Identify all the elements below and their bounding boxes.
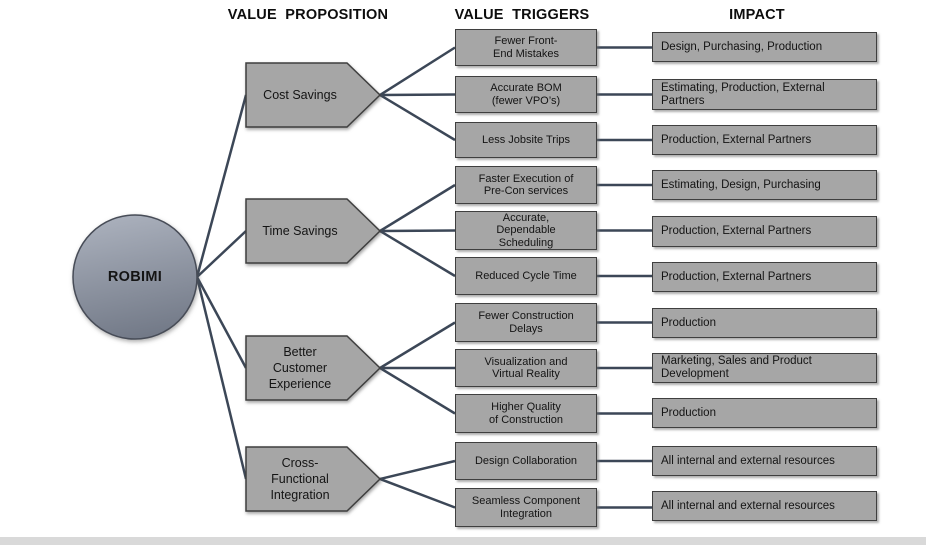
trigger-box-design-collaboration: Design Collaboration xyxy=(455,442,597,480)
impact-box-11: All internal and external resources xyxy=(652,491,877,521)
root-node-label: ROBIMI xyxy=(107,269,163,285)
header-value-proposition: VALUE PROPOSITION xyxy=(227,7,389,23)
header-impact: IMPACT xyxy=(729,7,785,23)
trigger-box-fewer-construction-delays: Fewer Construction Delays xyxy=(455,303,597,342)
impact-box-7: Production xyxy=(652,308,877,338)
impact-box-1: Design, Purchasing, Production xyxy=(652,32,877,62)
root-node-circle xyxy=(72,214,198,340)
impact-box-2: Estimating, Production, External Partner… xyxy=(652,79,877,110)
impact-box-4: Estimating, Design, Purchasing xyxy=(652,170,877,200)
proposition-arrow-cost-savings xyxy=(245,62,382,128)
proposition-label-cost-savings: Cost Savings xyxy=(263,87,337,102)
proposition-label-time-savings: Time Savings xyxy=(262,223,338,238)
trigger-box-faster-execution-pre-con: Faster Execution of Pre-Con services xyxy=(455,166,597,204)
proposition-label-cross-functional-integration: Cross- Functional Integration xyxy=(270,456,330,502)
trigger-box-accurate-dependable-scheduling: Accurate, Dependable Scheduling xyxy=(455,211,597,250)
proposition-arrow-time-savings xyxy=(245,198,382,264)
impact-box-10: All internal and external resources xyxy=(652,446,877,476)
bottom-bar xyxy=(0,537,926,545)
impact-box-6: Production, External Partners xyxy=(652,262,877,292)
impact-box-8: Marketing, Sales and Product Development xyxy=(652,353,877,383)
trigger-box-accurate-bom: Accurate BOM (fewer VPO’s) xyxy=(455,76,597,113)
proposition-arrow-cross-functional-integration xyxy=(245,446,382,512)
trigger-box-seamless-component-integration: Seamless Component Integration xyxy=(455,488,597,527)
impact-box-5: Production, External Partners xyxy=(652,216,877,247)
header-value-triggers: VALUE TRIGGERS xyxy=(454,7,590,23)
connector-lines xyxy=(195,46,652,509)
trigger-box-fewer-front-end-mistakes: Fewer Front- End Mistakes xyxy=(455,29,597,66)
impact-box-3: Production, External Partners xyxy=(652,125,877,155)
proposition-arrow-better-customer-experience xyxy=(245,335,382,401)
trigger-box-less-jobsite-trips: Less Jobsite Trips xyxy=(455,122,597,158)
trigger-box-reduced-cycle-time: Reduced Cycle Time xyxy=(455,257,597,295)
proposition-label-better-customer-experience: Better Customer Experience xyxy=(268,345,332,391)
impact-box-9: Production xyxy=(652,398,877,428)
trigger-box-higher-quality-construction: Higher Quality of Construction xyxy=(455,394,597,433)
trigger-box-visualization-virtual-reality: Visualization and Virtual Reality xyxy=(455,349,597,387)
